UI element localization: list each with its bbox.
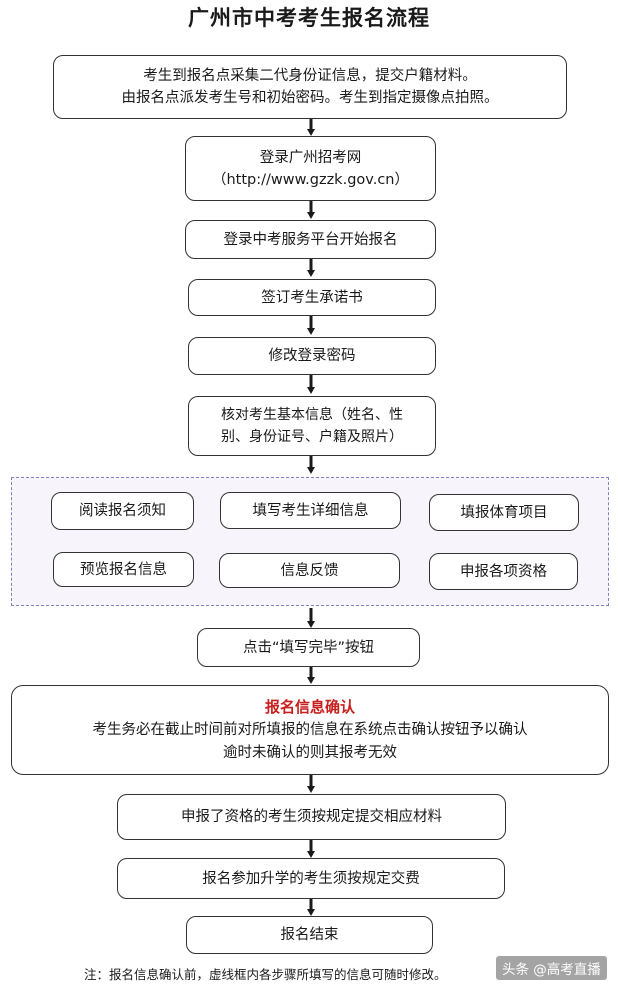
step-verify-info-line-1: 核对考生基本信息（姓名、性	[221, 407, 403, 423]
step-collect-line-1: 考生到报名点采集二代身份证信息，提交户籍材料。	[143, 68, 477, 84]
step-end: 报名结束	[186, 916, 433, 954]
step-collect-id-info: 考生到报名点采集二代身份证信息，提交户籍材料。 由报名点派发考生号和初始密码。考…	[53, 55, 567, 119]
step-click-done-label: 点击“填写完毕”按钮	[242, 639, 375, 656]
step-confirm-line-2: 逾时未确认的则其报考无效	[223, 744, 397, 761]
step-verify-info-line-2: 别、身份证号、户籍及照片）	[221, 429, 403, 445]
watermark: 头条 @高考直播	[496, 956, 607, 980]
step-change-password: 修改登录密码	[188, 337, 436, 375]
step-collect-line-2: 由报名点派发考生号和初始密码。考生到指定摄像点拍照。	[121, 90, 499, 106]
step-fill-details-label: 填写考生详细信息	[252, 502, 369, 519]
step-pay-fee-label: 报名参加升学的考生须按规定交费	[202, 870, 420, 887]
footnote: 注：报名信息确认前，虚线框内各步骤所填写的信息可随时修改。	[84, 967, 447, 982]
step-sign-pledge-label: 签订考生承诺书	[261, 289, 363, 306]
page-title: 广州市中考考生报名流程	[188, 5, 430, 30]
step-pay-fee: 报名参加升学的考生须按规定交费	[117, 858, 505, 899]
step-fill-sports: 填报体育项目	[429, 494, 579, 531]
step-login-site-line-1: 登录广州招考网	[259, 149, 362, 166]
step-change-password-label: 修改登录密码	[268, 348, 356, 364]
step-read-notice: 阅读报名须知	[51, 492, 194, 530]
step-click-done: 点击“填写完毕”按钮	[197, 628, 420, 667]
step-preview-info: 预览报名信息	[53, 552, 194, 587]
step-submit-materials-label: 申报了资格的考生须按规定提交相应材料	[181, 809, 442, 825]
step-confirm-heading: 报名信息确认	[264, 697, 355, 716]
step-start-register: 登录中考服务平台开始报名	[185, 220, 436, 259]
step-end-label: 报名结束	[280, 927, 339, 943]
step-verify-info: 核对考生基本信息（姓名、性 别、身份证号、户籍及照片）	[188, 396, 436, 456]
step-feedback: 信息反馈	[219, 553, 400, 588]
step-confirm-info: 报名信息确认 考生务必在截止时间前对所填报的信息在系统点击确认按钮予以确认 逾时…	[11, 685, 609, 775]
step-read-notice-label: 阅读报名须知	[79, 503, 166, 519]
step-login-site: 登录广州招考网 （http://www.gzzk.gov.cn）	[185, 136, 436, 201]
step-feedback-label: 信息反馈	[280, 562, 339, 579]
step-apply-qualification: 申报各项资格	[429, 553, 578, 590]
step-submit-materials: 申报了资格的考生须按规定提交相应材料	[117, 794, 506, 840]
step-login-site-url: （http://www.gzzk.gov.cn）	[211, 171, 409, 188]
step-fill-sports-label: 填报体育项目	[460, 504, 548, 521]
step-start-register-label: 登录中考服务平台开始报名	[223, 231, 398, 248]
step-fill-details: 填写考生详细信息	[220, 492, 401, 529]
step-sign-pledge: 签订考生承诺书	[188, 279, 436, 316]
step-confirm-line-1: 考生务必在截止时间前对所填报的信息在系统点击确认按钮予以确认	[92, 721, 528, 738]
step-apply-qualification-label: 申报各项资格	[460, 563, 547, 580]
step-preview-info-label: 预览报名信息	[80, 561, 167, 578]
